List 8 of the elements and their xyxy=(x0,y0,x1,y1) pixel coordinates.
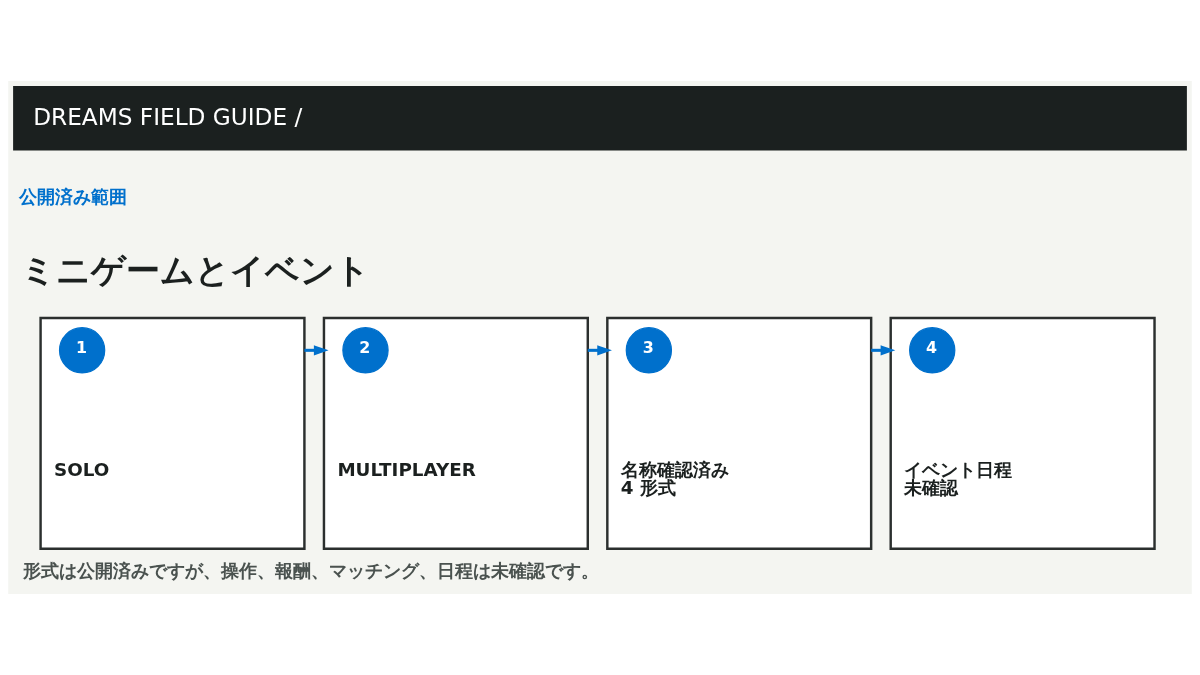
node-circle: 2 xyxy=(342,327,389,374)
label: DREAMS FIELD GUIDE / xyxy=(33,102,303,130)
node-circle: 1 xyxy=(58,327,106,374)
label: 公開済み範囲 xyxy=(18,186,127,208)
node-circle: 4 xyxy=(909,327,956,374)
diagram-title: ミニゲームとイベント xyxy=(21,250,371,291)
node-circle: 3 xyxy=(625,327,673,374)
caption: 形式は公開済みですが、操作、報酬、マッチング、日程は未確認です。 xyxy=(22,559,599,581)
